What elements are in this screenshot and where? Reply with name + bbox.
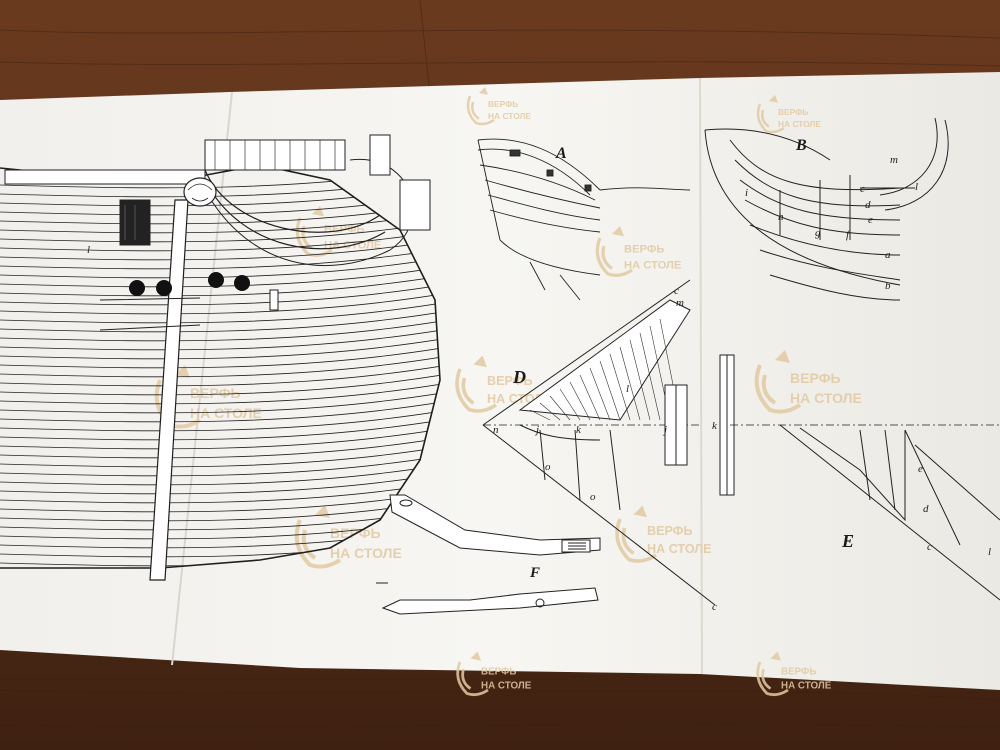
- watermark-logo: ВЕРФЬ НА СТОЛЕ: [756, 95, 821, 134]
- wood-grain: [0, 0, 1000, 729]
- callout-b-4: e: [868, 214, 873, 226]
- watermark-emblem: [756, 661, 789, 697]
- callout-e-1: d: [923, 503, 929, 515]
- watermark-text-line2: НА СТОЛЕ: [778, 119, 821, 129]
- panel-a-drawing: [477, 138, 691, 301]
- callout-e-2: c: [927, 541, 932, 553]
- callout-d-3: n: [493, 424, 499, 436]
- panel-e-drawing: [730, 424, 1000, 601]
- watermark-text-line1: ВЕРФЬ: [624, 243, 664, 255]
- panel-b-drawing: [704, 117, 949, 301]
- watermark-emblem: [470, 651, 481, 661]
- panel-label-e: E: [841, 531, 854, 551]
- callout-e-3: l: [988, 546, 991, 558]
- paper-sheet: [0, 72, 1000, 690]
- callout-b-9: a: [885, 249, 891, 261]
- callout-b-2: l: [915, 181, 918, 193]
- watermark-text-line1: ВЕРФЬ: [487, 374, 533, 388]
- watermark-text-line1: ВЕРФЬ: [781, 667, 816, 678]
- paper-fold: [699, 77, 703, 675]
- watermark-emblem: [615, 518, 657, 563]
- watermark-text-line2: НА СТОЛЕ: [624, 259, 682, 271]
- callout-e-0: e: [918, 463, 923, 475]
- watermark-emblem: [775, 350, 790, 363]
- panel-label-a: A: [555, 145, 567, 162]
- watermark-text-line2: НА СТОЛЕ: [190, 405, 262, 421]
- callout-d-8: c: [712, 601, 717, 613]
- callout-b-5: i: [745, 187, 748, 199]
- watermark-emblem: [595, 237, 633, 277]
- watermark-logo: ВЕРФЬ НА СТОЛЕ: [595, 226, 682, 277]
- panel-label-d: D: [512, 367, 526, 387]
- callout-b-3: d: [865, 199, 871, 211]
- callout-d-6: o: [545, 461, 551, 473]
- watermark-text-line2: НА СТОЛЕ: [647, 542, 712, 556]
- panel-label-b: B: [795, 137, 807, 154]
- watermark-text-line1: ВЕРФЬ: [790, 370, 841, 386]
- watermark-emblem: [294, 519, 342, 569]
- watermark-text-line2: НА СТОЛЕ: [781, 681, 832, 692]
- watermark-emblem: [455, 368, 497, 413]
- callout-d-4: j: [534, 424, 539, 436]
- watermark-text-line2: НА СТОЛЕ: [481, 681, 532, 692]
- watermark-emblem: [612, 226, 624, 237]
- watermark-text-line1: ВЕРФЬ: [481, 667, 516, 678]
- watermark-emblem: [756, 103, 785, 134]
- callout-jk-1: k: [712, 420, 718, 432]
- callout-b-8: f: [846, 229, 851, 241]
- watermark-emblem: [770, 651, 781, 661]
- callout-d-1: m: [676, 297, 684, 309]
- watermark-text-line1: ВЕРФЬ: [488, 99, 518, 109]
- callout-d-2: l: [626, 383, 629, 395]
- callout-d-5: k: [576, 424, 582, 436]
- watermark-emblem: [466, 95, 495, 126]
- watermark-logo: ВЕРФЬ НА СТОЛЕ: [615, 505, 712, 563]
- callout-d-0: c: [674, 285, 679, 297]
- watermark-emblem: [456, 661, 489, 697]
- stern-drawing: [0, 134, 441, 581]
- panel-label-f: F: [529, 565, 540, 581]
- watermark-emblem: [312, 206, 324, 217]
- watermark-text-line1: ВЕРФЬ: [647, 524, 693, 538]
- callout-b-10: b: [885, 280, 891, 292]
- panel-e-callouts: e d c l: [918, 463, 991, 558]
- callout-b-7: g: [815, 227, 821, 239]
- watermark-text-line2: НА СТОЛЕ: [790, 390, 862, 406]
- watermark-text-line2: НА СТОЛЕ: [488, 111, 531, 121]
- panel-f-drawing: [376, 494, 601, 615]
- watermark-emblem: [754, 364, 802, 414]
- watermark-emblem: [769, 95, 778, 103]
- watermark-text-line1: ВЕРФЬ: [190, 385, 241, 401]
- watermark-text-line1: ВЕРФЬ: [778, 107, 808, 117]
- watermark-logo: ВЕРФЬ НА СТОЛЕ: [456, 651, 532, 697]
- panel-b-callouts: m c l de i h g f a b: [745, 154, 918, 292]
- watermark-text-line2: НА СТОЛЕ: [330, 545, 402, 561]
- watermark-logo: ВЕРФЬ НА СТОЛЕ: [756, 651, 832, 697]
- callout-b-0: m: [890, 154, 898, 166]
- callout-stern-l: l: [87, 244, 90, 256]
- watermark-logo: ВЕРФЬ НА СТОЛЕ: [466, 87, 531, 126]
- callout-b-6: h: [778, 211, 784, 223]
- watermark-logo: ВЕРФЬ НА СТОЛЕ: [754, 350, 862, 414]
- watermark-emblem: [479, 87, 488, 95]
- watermark-emblem: [175, 365, 190, 378]
- callout-d-7: o: [590, 491, 596, 503]
- panel-d-drawing: [482, 279, 735, 606]
- callout-jk-0: j: [662, 424, 667, 436]
- callout-b-1: c: [860, 183, 865, 195]
